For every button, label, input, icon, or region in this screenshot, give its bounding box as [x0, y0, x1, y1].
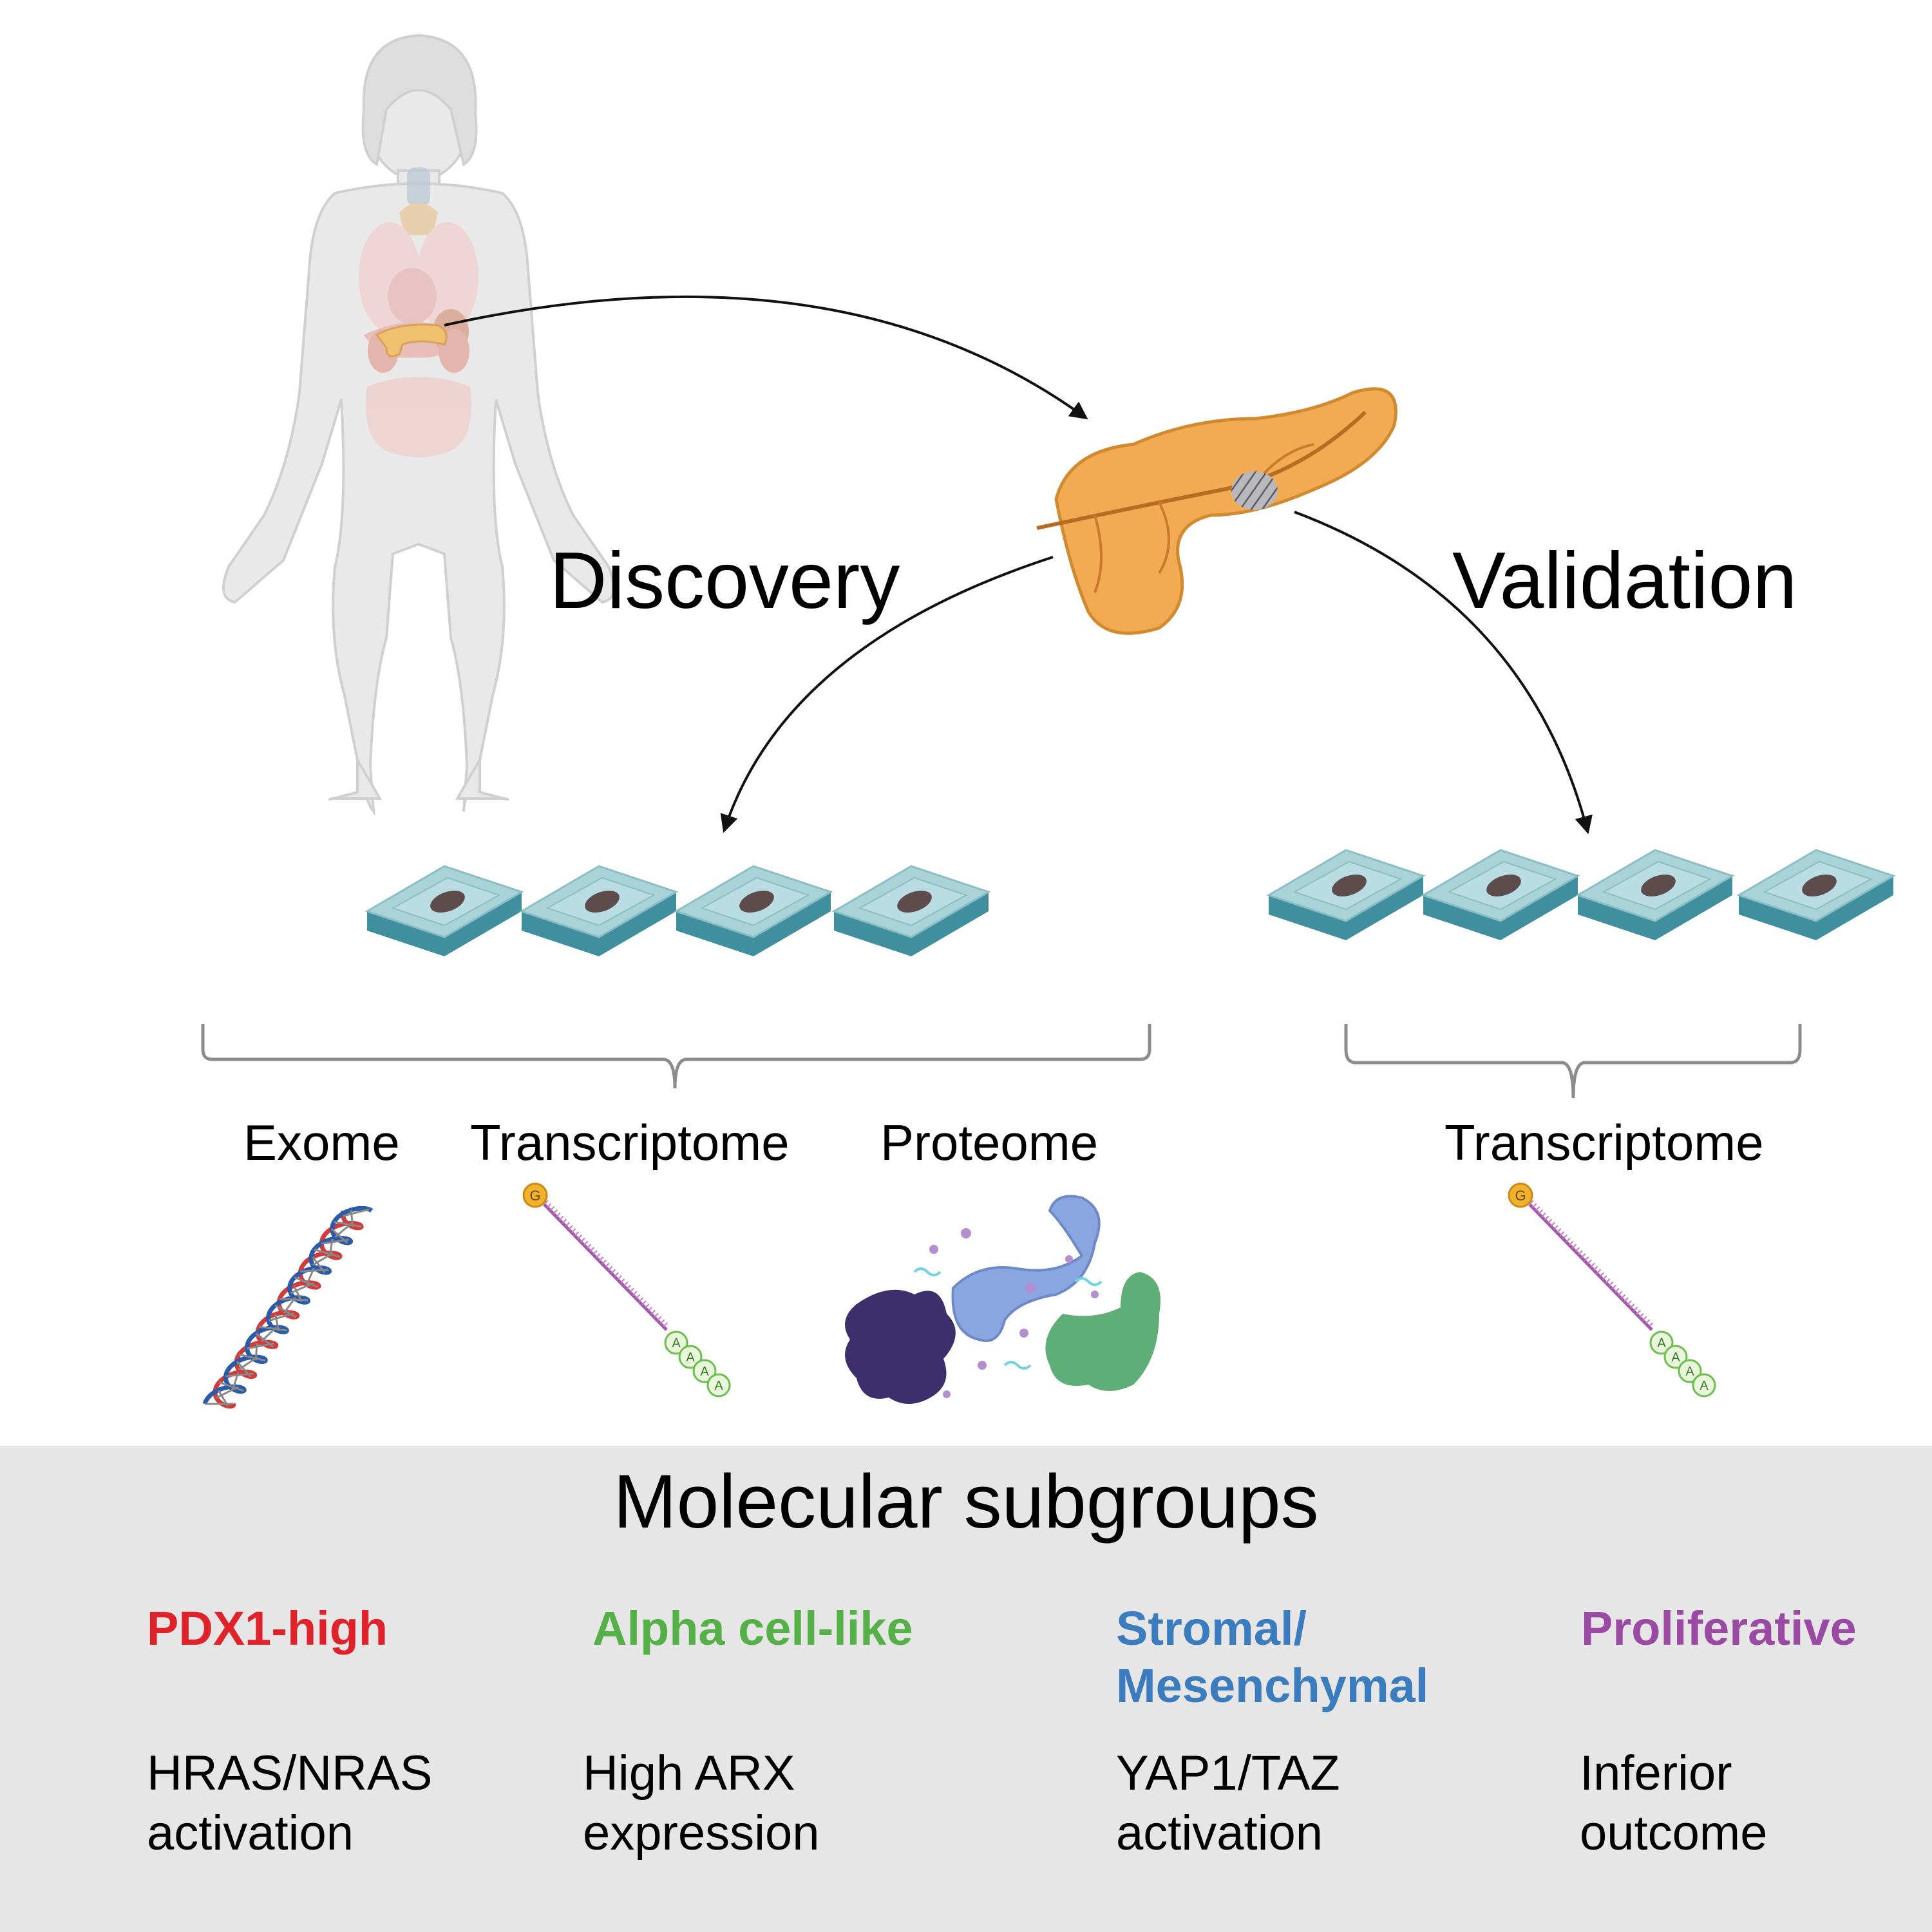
mrna-cap-label: G — [529, 1188, 540, 1204]
label-transcriptome: Transcriptome — [470, 1114, 790, 1171]
human-body-icon — [222, 33, 615, 816]
tissue-slide-icon — [1421, 849, 1580, 940]
mrna-cap-label: G — [1515, 1188, 1526, 1204]
mrna-tail-label: A — [700, 1365, 709, 1379]
subgroup-name-stromal-mesenchymal: Stromal/ Mesenchymal — [1116, 1602, 1429, 1712]
mrna-tail-label: A — [714, 1379, 723, 1393]
slides-discovery — [365, 865, 991, 956]
mrna-tail-label: A — [672, 1336, 681, 1350]
arrow-to-pancreas — [444, 295, 1088, 420]
dna-icon — [202, 1206, 374, 1409]
subgroup-description: High ARX expression — [583, 1746, 820, 1861]
label-discovery: Discovery — [549, 536, 900, 625]
brace-discovery — [201, 1024, 1151, 1089]
mrna-tail-label: A — [1671, 1350, 1680, 1365]
label-transcriptome-validation: Transcriptome — [1444, 1114, 1764, 1171]
subgroup-description: HRAS/NRAS activation — [147, 1746, 433, 1861]
mrna-tail-label: A — [1700, 1379, 1709, 1393]
brace-validation — [1344, 1024, 1802, 1099]
tissue-slide-icon — [831, 865, 991, 956]
subgroup-description: Inferior outcome — [1580, 1746, 1768, 1861]
subgroup-name-alpha-cell-like: Alpha cell-like — [592, 1602, 913, 1655]
mrna-tail-label: A — [686, 1350, 695, 1365]
tissue-slide-icon — [1266, 849, 1426, 940]
tissue-slide-icon — [674, 865, 833, 956]
subgroups-panel — [0, 1446, 1932, 1932]
tissue-slide-icon — [1736, 849, 1896, 940]
subgroup-name-pdx1-high: PDX1-high — [147, 1602, 388, 1655]
pancreas-icon — [1036, 387, 1397, 635]
subgroup-description: YAP1/TAZ activation — [1116, 1746, 1340, 1861]
mrna-tail-label: A — [1657, 1336, 1666, 1350]
arrow-discovery — [720, 556, 1054, 833]
slides-validation — [1266, 849, 1896, 940]
subgroup-name-proliferative: Proliferative — [1581, 1602, 1857, 1655]
label-validation: Validation — [1452, 536, 1797, 625]
label-exome: Exome — [243, 1114, 400, 1171]
organs-icon — [359, 167, 478, 457]
tissue-slide-icon — [1575, 849, 1735, 940]
arrow-validation — [1294, 511, 1593, 835]
panel-title: Molecular subgroups — [613, 1459, 1319, 1544]
tissue-slide-icon — [365, 865, 524, 956]
label-proteome: Proteome — [880, 1114, 1099, 1171]
proteins-icon — [845, 1195, 1160, 1404]
tissue-slide-icon — [519, 865, 679, 956]
mrna-tail-label: A — [1685, 1365, 1694, 1379]
